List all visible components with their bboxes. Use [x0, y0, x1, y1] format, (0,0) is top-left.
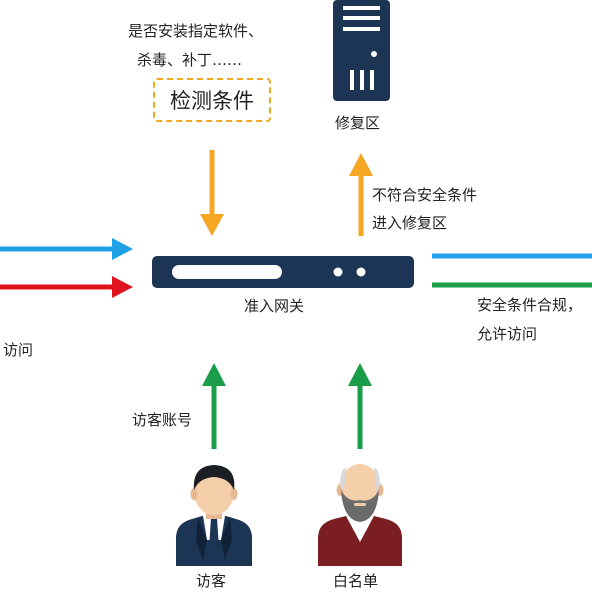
whitelist-person-icon	[318, 464, 402, 566]
fail-note-line2: 进入修复区	[372, 214, 448, 232]
pass-note-line1: 安全条件合规，	[477, 296, 583, 314]
top-note-line2: 杀毒、补丁……	[137, 51, 243, 69]
green-up-arrow-whitelist	[348, 363, 372, 449]
left-blue-arrow	[0, 238, 133, 260]
pass-note-line2: 允许访问	[477, 325, 538, 343]
guest-arrow-label: 访客账号	[132, 411, 193, 429]
guest-person-icon	[176, 465, 252, 566]
gateway-device	[152, 256, 414, 288]
server-icon	[333, 0, 390, 101]
orange-up-arrow	[349, 153, 373, 236]
orange-down-arrow	[200, 150, 224, 236]
gateway-label: 准入网关	[244, 297, 305, 315]
left-cut-text: 访问	[3, 341, 34, 359]
guest-label: 访客	[196, 572, 227, 590]
fail-note-line1: 不符合安全条件	[372, 186, 478, 204]
green-up-arrow-guest	[202, 363, 226, 449]
repair-zone-label: 修复区	[335, 114, 381, 132]
whitelist-label: 白名单	[333, 572, 379, 590]
condition-box: 检测条件	[153, 78, 271, 122]
top-note-line1: 是否安装指定软件、	[128, 22, 264, 40]
left-red-arrow	[0, 276, 133, 298]
